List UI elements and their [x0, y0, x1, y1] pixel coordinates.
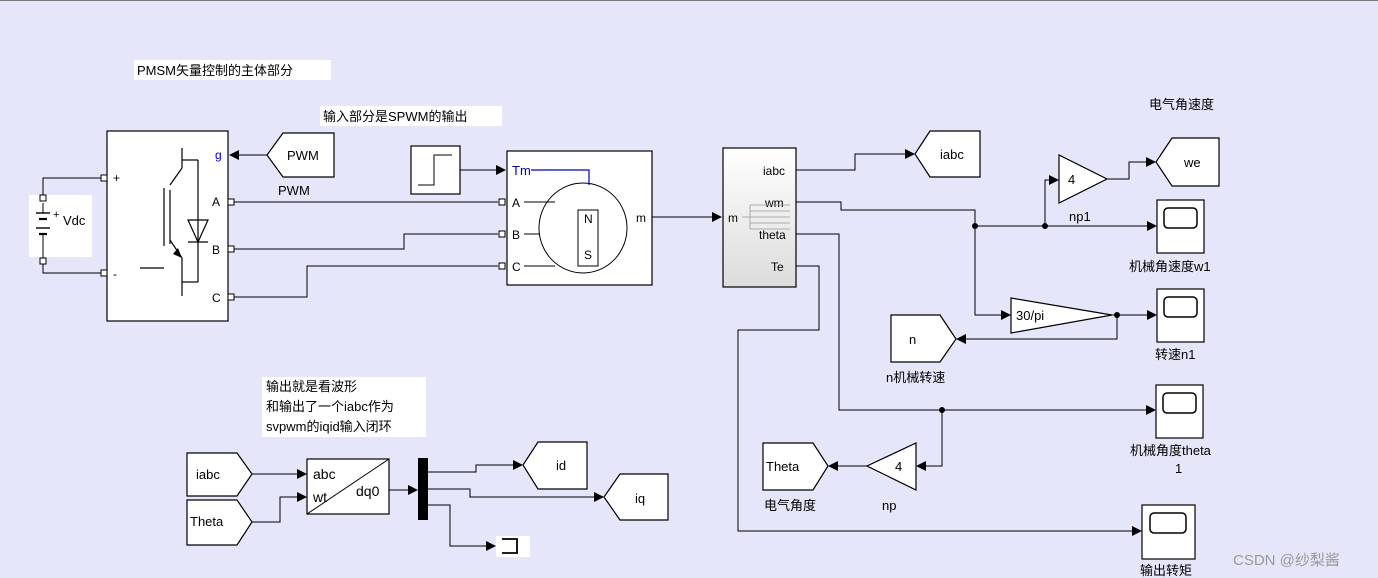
motor-port-m: m [636, 211, 646, 225]
motor-port-tm: Tm [512, 163, 531, 178]
svg-text:wt: wt [312, 489, 327, 505]
gain-np1-value: 4 [1068, 172, 1075, 187]
demux-bar[interactable] [418, 458, 428, 520]
motor-port-b: B [512, 228, 520, 242]
scope-speed-n1-caption: 转速n1 [1155, 347, 1195, 362]
output-note-line-2: 和输出了一个iabc作为 [266, 399, 394, 414]
gain-np-caption: np [882, 498, 896, 513]
output-note-line-1: 输出就是看波形 [266, 379, 357, 394]
scope-mech-angle[interactable] [1155, 384, 1204, 439]
inverter-port-g: g [215, 148, 222, 162]
demux-out-te: Te [771, 260, 784, 274]
gain-30pi-value: 30/pi [1016, 308, 1044, 323]
from-theta-block[interactable]: Theta [186, 499, 253, 546]
svg-text:+: + [113, 171, 120, 185]
motor-port-a: A [512, 196, 520, 210]
vdc-label: Vdc [63, 213, 86, 228]
gain-np-value: 4 [895, 459, 902, 474]
scope-torque[interactable] [1141, 504, 1196, 560]
output-note-line-3: svpwm的iqid输入闭环 [266, 419, 392, 434]
from-pwm-caption: PWM [278, 183, 310, 198]
svg-text:-: - [113, 267, 117, 281]
igbt-inverter-bridge[interactable]: + - g A B C [100, 130, 235, 322]
goto-n-tag: n [909, 332, 916, 347]
from-iabc-tag: iabc [196, 467, 220, 482]
svg-text:abc: abc [313, 466, 336, 482]
svg-text:m: m [728, 211, 738, 225]
inverter-port-b: B [212, 243, 220, 257]
goto-theta-tag: Theta [766, 459, 800, 474]
inverter-port-c: C [212, 291, 221, 305]
goto-iabc-block[interactable]: iabc [914, 130, 981, 178]
scope-mech-angle-caption-1: 机械角度theta [1130, 443, 1212, 458]
goto-we-block[interactable]: we [1155, 137, 1220, 187]
from-iabc-block[interactable]: iabc [186, 452, 253, 497]
inverter-port-a: A [212, 195, 220, 209]
input-note: 输入部分是SPWM的输出 [323, 109, 467, 124]
svg-text:S: S [584, 248, 592, 262]
goto-iabc-tag: iabc [940, 147, 964, 162]
watermark: CSDN @纱梨酱 [1233, 552, 1340, 569]
scope-mech-angle-caption-2: 1 [1175, 461, 1182, 476]
svg-text:dq0: dq0 [356, 483, 380, 499]
abc-to-dq0-block[interactable]: abc wt dq0 [306, 458, 390, 515]
from-pwm-block[interactable]: PWM [266, 132, 335, 178]
gain-np1[interactable]: 4 [1058, 154, 1109, 204]
demux-out-wm: wm [764, 196, 784, 210]
goto-n-block[interactable]: n [890, 314, 957, 363]
scope-speed-n1[interactable] [1156, 288, 1205, 343]
scope-mech-speed[interactable] [1156, 199, 1205, 254]
svg-text:+: + [53, 209, 59, 221]
gain-np1-caption: np1 [1069, 209, 1091, 224]
main-title-note: PMSM矢量控制的主体部分 [137, 63, 293, 78]
terminator-block[interactable] [496, 536, 530, 557]
goto-iq-tag: iq [635, 491, 645, 506]
pmsm-motor-block[interactable]: N S Tm A B C m [506, 150, 653, 286]
goto-theta-block[interactable]: Theta [762, 442, 829, 491]
we-title-note: 电气角速度 [1149, 97, 1214, 112]
gain-np[interactable]: 4 [865, 442, 917, 491]
gain-30-over-pi[interactable]: 30/pi [1010, 297, 1113, 334]
goto-theta-caption: 电气角度 [764, 498, 816, 513]
from-pwm-tag: PWM [287, 148, 319, 163]
from-theta-tag: Theta [190, 514, 224, 529]
dc-voltage-source[interactable]: + Vdc [29, 194, 92, 265]
goto-n-caption: n机械转速 [886, 370, 945, 385]
demux-out-iabc: iabc [763, 164, 785, 178]
goto-we-tag: we [1183, 155, 1201, 170]
motor-port-c: C [512, 260, 521, 274]
demux-out-theta: theta [759, 228, 786, 242]
goto-id-tag: id [556, 458, 566, 473]
scope-mech-speed-caption: 机械角速度w1 [1129, 259, 1211, 274]
goto-iq-block[interactable]: iq [603, 473, 669, 521]
step-block[interactable] [410, 145, 461, 195]
measurement-demux-block[interactable]: m iabc wm theta Te [722, 147, 797, 288]
svg-text:N: N [584, 212, 593, 226]
goto-id-block[interactable]: id [522, 441, 588, 490]
scope-torque-caption: 输出转矩 [1140, 563, 1192, 578]
